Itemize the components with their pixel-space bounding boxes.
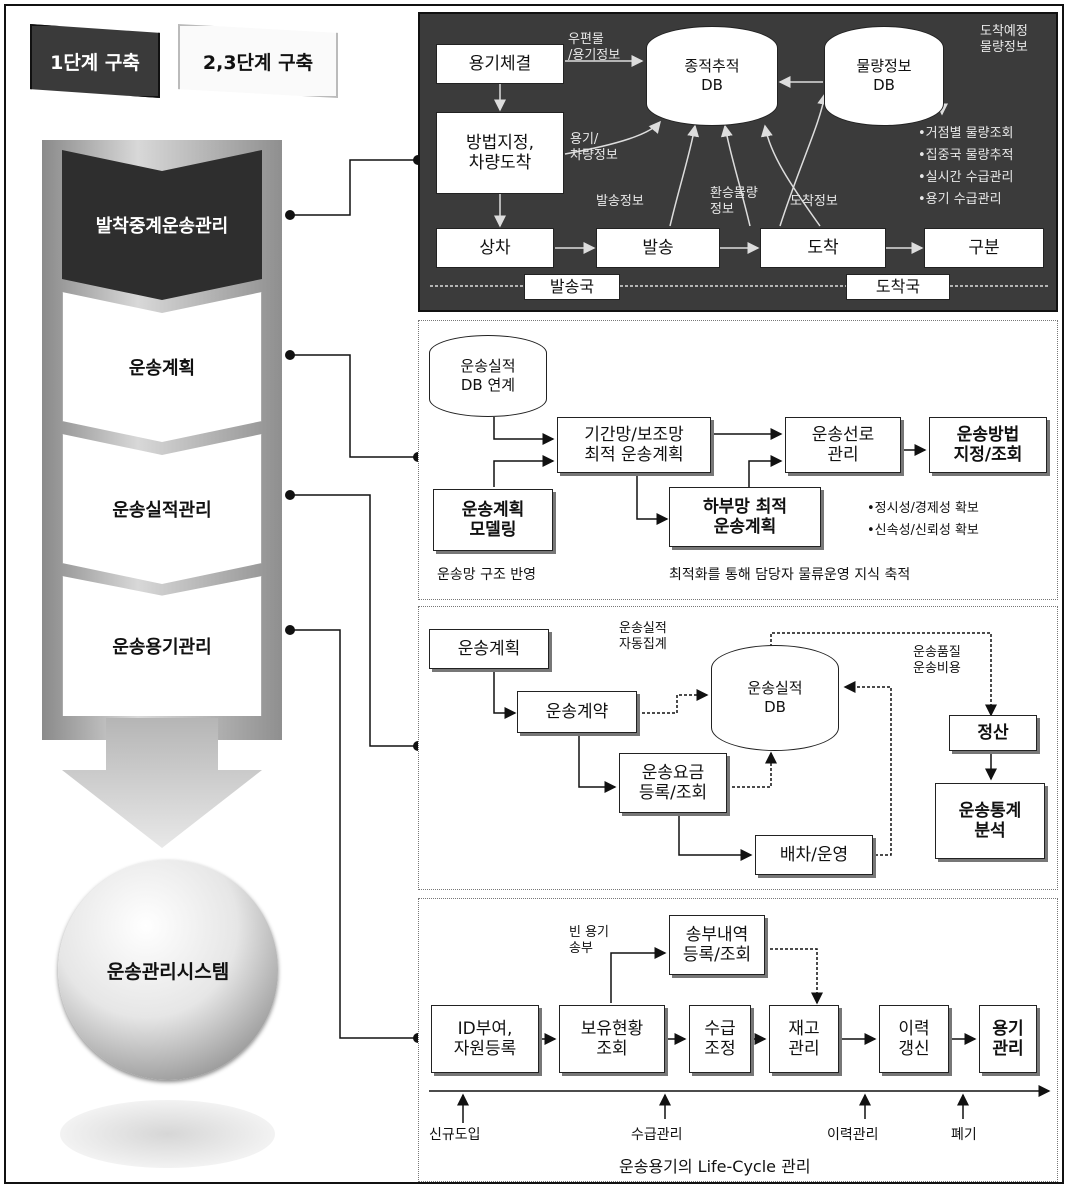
label-auto-collect: 운송실적 자동집계 bbox=[619, 621, 667, 653]
label-network-structure: 운송망 구조 반영 bbox=[437, 567, 537, 583]
panel-relay-transport: 용기체결 방법지정, 차량도착 상차 발송 도착 구분 종적추적 DB 물량정보… bbox=[418, 12, 1058, 312]
box-holding-status: 보유현황 조회 bbox=[559, 1005, 665, 1073]
box-loading: 상차 bbox=[436, 228, 554, 268]
box-route-mgmt: 운송선로 관리 bbox=[785, 417, 901, 473]
label-bullet: •집중국 물량추적 bbox=[918, 148, 1014, 163]
box-id-register: ID부여, 자원등록 bbox=[431, 1005, 539, 1073]
label-arrival-info: 도착정보 bbox=[790, 194, 838, 209]
box-history-update: 이력 갱신 bbox=[879, 1005, 949, 1073]
box-trunk-plan: 기간망/보조망 최적 운송계획 bbox=[557, 417, 711, 473]
connector-dot bbox=[285, 210, 295, 220]
station-destination: 도착국 bbox=[846, 274, 950, 300]
box-arrival: 도착 bbox=[760, 228, 886, 268]
connector-dot bbox=[285, 350, 295, 360]
box-transport-fee: 운송요금 등록/조회 bbox=[619, 753, 727, 813]
box-transport-contract: 운송계약 bbox=[517, 691, 637, 733]
box-supply-adjust: 수급 조정 bbox=[689, 1005, 751, 1073]
box-stock-mgmt: 재고 관리 bbox=[769, 1005, 839, 1073]
box-shipping-record: 송부내역 등록/조회 bbox=[669, 915, 765, 975]
label-quality-cost: 운송품질 운송비용 bbox=[913, 645, 961, 677]
chevron-container-mgmt: 운송용기관리 bbox=[62, 576, 262, 716]
label-arrival-plan: 도착예정 물량정보 bbox=[980, 24, 1028, 56]
label-disposal: 폐기 bbox=[951, 1127, 977, 1143]
box-transport-stats: 운송통계 분석 bbox=[935, 783, 1045, 859]
system-sphere: 운송관리시스템 bbox=[58, 860, 278, 1080]
chevron-relay-transport: 발착중계운송관리 bbox=[62, 150, 262, 300]
db-transport-results: 운송실적 DB bbox=[711, 645, 839, 751]
label-transfer-info: 환승물량 정보 bbox=[710, 186, 758, 218]
box-transport-method: 운송방법 지정/조회 bbox=[929, 417, 1047, 473]
db-tracking: 종적추적 DB bbox=[646, 26, 778, 126]
panel-transport-results: 운송계획 운송계약 운송실적 DB 운송요금 등록/조회 배차/운영 정산 운송… bbox=[418, 606, 1058, 890]
panel-transport-plan: 운송실적 DB 연계 기간망/보조망 최적 운송계획 운송선로 관리 운송방법 … bbox=[418, 320, 1058, 600]
box-transport-plan: 운송계획 bbox=[429, 629, 549, 669]
sphere-shadow bbox=[60, 1100, 275, 1168]
label-empty-send: 빈 용기 송부 bbox=[569, 925, 610, 957]
box-dispatch-operation: 배차/운영 bbox=[755, 835, 873, 875]
label-history-mgmt: 이력관리 bbox=[827, 1127, 879, 1143]
label-dispatch-info: 발송정보 bbox=[596, 194, 644, 209]
chevron-transport-plan: 운송계획 bbox=[62, 292, 262, 442]
db-volume: 물량정보 DB bbox=[824, 26, 944, 126]
label-bullet: •용기 수급관리 bbox=[918, 192, 1002, 207]
label-container-vehicle: 용기/ 차량정보 bbox=[570, 132, 618, 164]
label-new-intro: 신규도입 bbox=[429, 1127, 481, 1143]
label-knowledge: 최적화를 통해 담당자 물류운영 지식 축적 bbox=[669, 567, 911, 583]
chevron-transport-results: 운송실적관리 bbox=[62, 434, 262, 584]
panel3-lines bbox=[493, 632, 997, 861]
box-dispatch: 발송 bbox=[596, 228, 720, 268]
label-bullet: •신속성/신뢰성 확보 bbox=[867, 523, 979, 538]
box-sub-network-plan: 하부망 최적 운송계획 bbox=[669, 487, 821, 547]
outer-frame bbox=[4, 4, 1064, 1184]
label-supply-mgmt: 수급관리 bbox=[631, 1127, 683, 1143]
db-transport-results-link: 운송실적 DB 연계 bbox=[429, 335, 547, 417]
box-route-assign: 방법지정, 차량도착 bbox=[436, 112, 564, 194]
panel4-lines bbox=[429, 947, 1051, 1123]
label-mail-container: 우편물 /용기정보 bbox=[568, 32, 621, 64]
box-container-mgmt: 용기 관리 bbox=[979, 1005, 1037, 1073]
connector-dot bbox=[285, 625, 295, 635]
panel2-lines bbox=[493, 417, 927, 525]
panel-container-mgmt: ID부여, 자원등록 보유현황 조회 송부내역 등록/조회 수급 조정 재고 관… bbox=[418, 898, 1058, 1182]
connector-dot bbox=[285, 490, 295, 500]
station-origin: 발송국 bbox=[524, 274, 620, 300]
label-bullet: •실시간 수급관리 bbox=[918, 170, 1014, 185]
box-settlement: 정산 bbox=[949, 715, 1037, 751]
box-sort: 구분 bbox=[924, 228, 1044, 268]
box-plan-modeling: 운송계획 모델링 bbox=[433, 489, 553, 551]
label-bullet: •정시성/경제성 확보 bbox=[867, 501, 979, 516]
label-lifecycle: 운송용기의 Life-Cycle 관리 bbox=[619, 1157, 811, 1176]
box-container-bind: 용기체결 bbox=[436, 44, 564, 84]
label-bullet: •거점별 물량조회 bbox=[918, 126, 1014, 141]
system-title: 운송관리시스템 bbox=[106, 960, 230, 983]
